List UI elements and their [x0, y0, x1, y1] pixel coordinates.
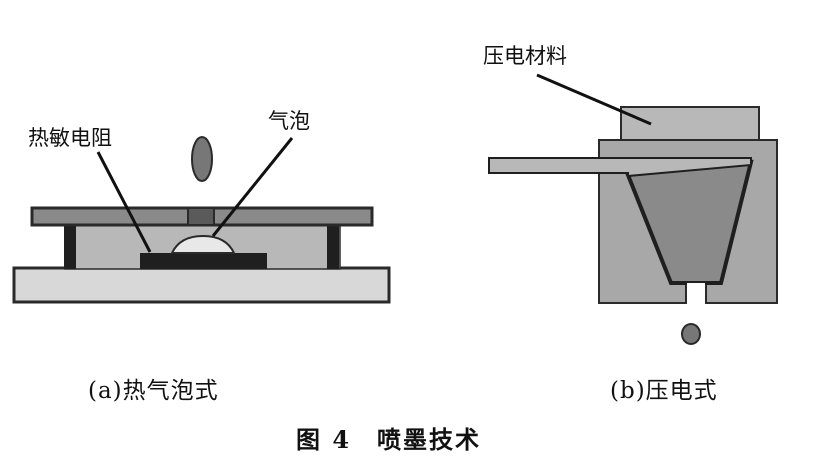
piezo-caption: (b)压电式 [610, 378, 718, 404]
piezo-nozzle [687, 283, 705, 304]
material-label: 压电材料 [483, 44, 567, 68]
thermal-panel [12, 136, 391, 304]
thermal-heater [140, 253, 267, 269]
piezo-panel [488, 73, 778, 345]
thermal-nozzle [187, 207, 215, 226]
figure-caption: 图 4 喷墨技术 [296, 425, 482, 454]
thermal-caption: (a)热气泡式 [88, 378, 219, 404]
heater-leader-line [96, 151, 152, 253]
piezo-feed-tube [488, 157, 752, 178]
piezo-droplet [681, 323, 701, 345]
thermal-bubble [170, 234, 236, 254]
bubble-leader-line [211, 137, 294, 237]
thermal-droplet [191, 136, 213, 182]
material-leader-line [536, 73, 652, 126]
bubble-label: 气泡 [268, 109, 310, 133]
heater-label: 热敏电阻 [28, 126, 112, 150]
thermal-left-post [64, 225, 76, 269]
thermal-base-plate [12, 266, 391, 304]
thermal-right-post [327, 225, 339, 269]
